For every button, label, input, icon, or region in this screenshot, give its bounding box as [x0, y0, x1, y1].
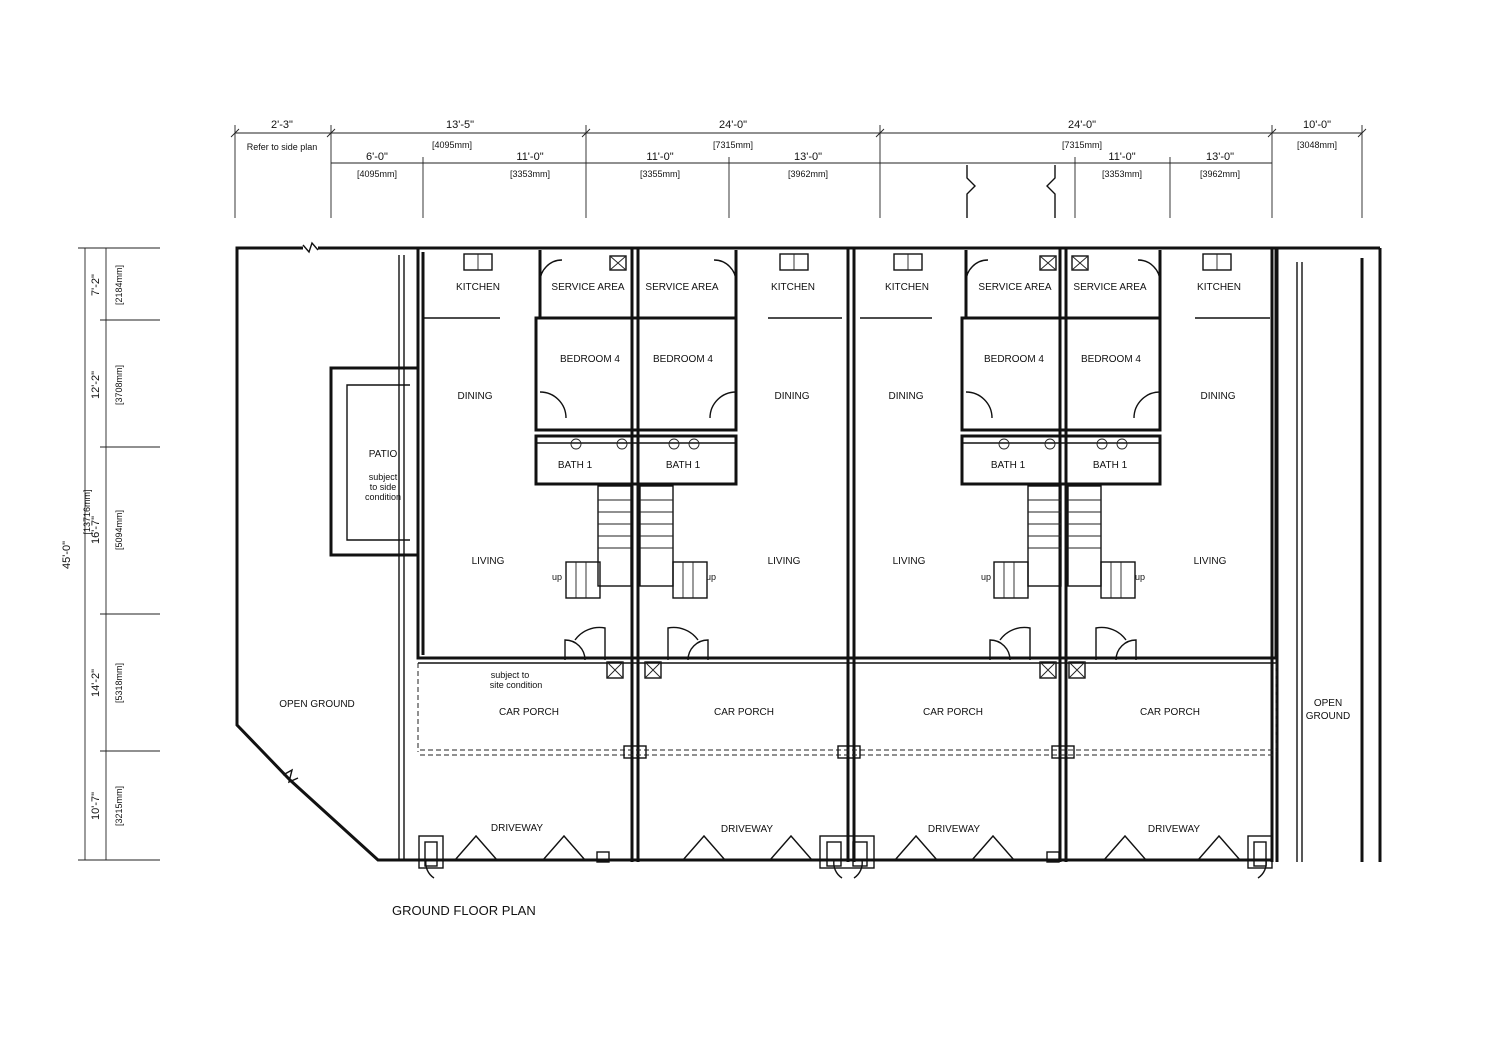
car-porch-label-3: CAR PORCH [923, 707, 983, 718]
dining-label-2: DINING [775, 391, 810, 402]
house-walls [416, 246, 1278, 862]
dim-top-2: 13'-5" [446, 119, 474, 131]
driveway-label-3: DRIVEWAY [928, 824, 981, 835]
dim-sub-3-mm: [3355mm] [640, 169, 680, 179]
stair-up-label-4: up [1135, 572, 1145, 582]
dim-sub-1: 6'-0" [366, 151, 388, 163]
bath-1-label-3: BATH 1 [991, 460, 1026, 471]
dim-left-3: 16'-7" [90, 516, 102, 544]
patio-note-2: to side [370, 482, 397, 492]
open-ground-label-right-1: OPEN [1314, 698, 1342, 709]
car-porch-label-4: CAR PORCH [1140, 707, 1200, 718]
driveway-label-4: DRIVEWAY [1148, 824, 1201, 835]
dim-sub-5: 11'-0" [1108, 151, 1135, 163]
bedroom-4-label-3: BEDROOM 4 [984, 354, 1044, 365]
open-ground-label-right-2: GROUND [1306, 711, 1350, 722]
dim-top-2-mm: [4095mm] [432, 140, 472, 150]
dim-sub-2: 11'-0" [516, 151, 543, 163]
dim-left-5-mm: [3215mm] [114, 786, 124, 826]
dim-top-4-mm: [7315mm] [1062, 140, 1102, 150]
dim-sub-3: 11'-0" [646, 151, 673, 163]
dim-left-4: 14'-2" [90, 669, 102, 697]
porch-driveway [404, 663, 1277, 879]
dim-sub-4: 13'-0" [794, 151, 822, 163]
living-label-1: LIVING [472, 556, 505, 567]
living-label-3: LIVING [893, 556, 926, 567]
dim-top-3: 24'-0" [719, 119, 747, 131]
car-porch-label-2: CAR PORCH [714, 707, 774, 718]
dim-left-1: 7'-2" [90, 274, 102, 296]
dim-sub-6-mm: [3962mm] [1200, 169, 1240, 179]
bedroom-4-label-1: BEDROOM 4 [560, 354, 620, 365]
living-label-4: LIVING [1194, 556, 1227, 567]
dining-label-3: DINING [889, 391, 924, 402]
porch-note-2: site condition [490, 680, 543, 690]
open-ground-label-left: OPEN GROUND [279, 699, 355, 710]
dim-left-1-mm: [2184mm] [114, 265, 124, 305]
kitchen-label-3: KITCHEN [885, 282, 929, 293]
stair-up-label-2: up [706, 572, 716, 582]
top-dimensions [230, 125, 1367, 218]
stair-up-label-1: up [552, 572, 562, 582]
living-label-2: LIVING [768, 556, 801, 567]
dim-top-3-mm: [7315mm] [713, 140, 753, 150]
car-porch-label-1: CAR PORCH [499, 707, 559, 718]
dim-sub-5-mm: [3353mm] [1102, 169, 1142, 179]
bath-1-label-1: BATH 1 [558, 460, 593, 471]
dim-top-1: 2'-3" [271, 119, 293, 131]
kitchen-label-1: KITCHEN [456, 282, 500, 293]
service-area-label-4: SERVICE AREA [1073, 282, 1147, 293]
kitchen-label-2: KITCHEN [771, 282, 815, 293]
dim-left-3-mm: [5094mm] [114, 510, 124, 550]
porch-note-1: subject to [491, 670, 530, 680]
service-area-label-2: SERVICE AREA [645, 282, 719, 293]
dim-top-5: 10'-0" [1303, 119, 1331, 131]
dim-left-total-mm: [13716mm] [82, 489, 92, 534]
dim-sub-1-mm: [4095mm] [357, 169, 397, 179]
service-area-label-3: SERVICE AREA [978, 282, 1052, 293]
dining-label-4: DINING [1201, 391, 1236, 402]
patio-outline [329, 366, 418, 557]
service-area-label-1: SERVICE AREA [551, 282, 625, 293]
dining-label-1: DINING [458, 391, 493, 402]
plan-title: GROUND FLOOR PLAN [392, 903, 536, 918]
dim-sub-2-mm: [3353mm] [510, 169, 550, 179]
patio-note-1: subject [369, 472, 398, 482]
dim-left-4-mm: [5318mm] [114, 663, 124, 703]
patio-label: PATIO [369, 449, 398, 460]
bedroom-4-label-2: BEDROOM 4 [653, 354, 713, 365]
bath-1-label-4: BATH 1 [1093, 460, 1128, 471]
dim-top-4: 24'-0" [1068, 119, 1096, 131]
bath-1-label-2: BATH 1 [666, 460, 701, 471]
kitchen-label-4: KITCHEN [1197, 282, 1241, 293]
site-boundary [235, 241, 1382, 862]
patio-note-3: condition [365, 492, 401, 502]
dim-left-total: 45'-0" [61, 541, 73, 569]
dim-left-2: 12'-2" [90, 371, 102, 399]
dim-sub-6: 13'-0" [1206, 151, 1234, 163]
refer-side-plan-note: Refer to side plan [247, 142, 318, 152]
dim-top-5-mm: [3048mm] [1297, 140, 1337, 150]
driveway-label-2: DRIVEWAY [721, 824, 774, 835]
dim-sub-4-mm: [3962mm] [788, 169, 828, 179]
left-dimensions [78, 247, 160, 861]
bedroom-4-label-4: BEDROOM 4 [1081, 354, 1141, 365]
dim-left-5: 10'-7" [90, 792, 102, 820]
stair-up-label-3: up [981, 572, 991, 582]
driveway-label-1: DRIVEWAY [491, 823, 544, 834]
dim-left-2-mm: [3708mm] [114, 365, 124, 405]
